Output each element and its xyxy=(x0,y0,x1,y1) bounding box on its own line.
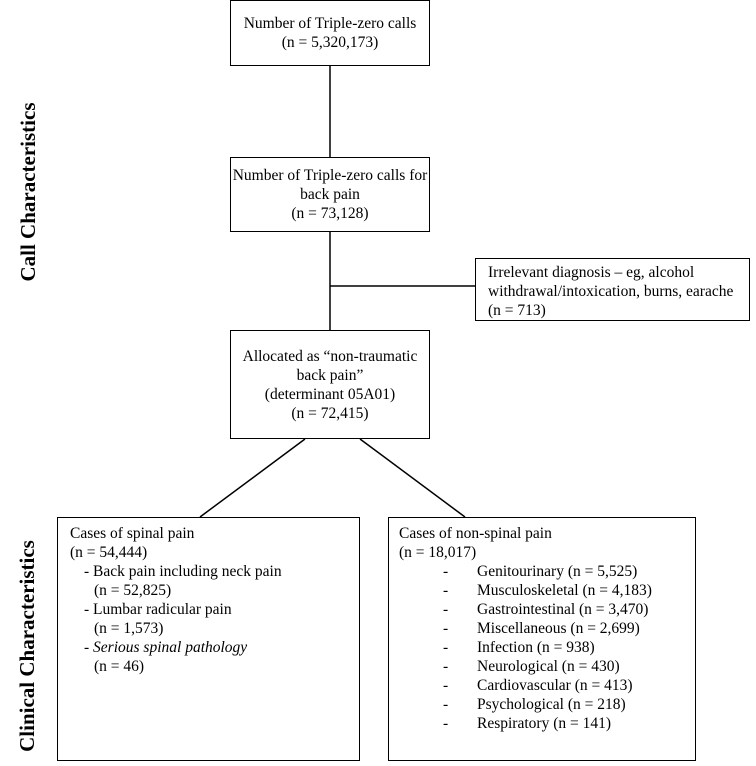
list-item-label: Infection (n = 938) xyxy=(477,639,595,656)
list-item-dash: - xyxy=(443,620,449,637)
non-spinal-list: - Genitourinary (n = 5,525) - Musculoskelet… xyxy=(399,562,685,733)
allocated-box: Allocated as “non-traumatic back pain” (… xyxy=(230,330,430,439)
total-calls-title: Number of Triple-zero calls xyxy=(243,15,417,32)
spinal-item-label: - Back pain including neck pain xyxy=(84,563,282,580)
clinical-characteristics-label: Clinical Characteristics xyxy=(15,540,39,752)
list-item-dash: - xyxy=(443,601,449,618)
list-item: - Genitourinary (n = 5,525) xyxy=(399,562,685,581)
list-item: - Respiratory (n = 141) xyxy=(399,714,685,733)
list-item-label: Psychological (n = 218) xyxy=(477,696,626,713)
spinal-item-label: Serious spinal pathology xyxy=(93,639,248,656)
connector-allocated-to-nonspinal xyxy=(359,438,466,518)
back-pain-calls-title-2: back pain xyxy=(300,186,360,203)
list-item: - Cardiovascular (n = 413) xyxy=(399,676,685,695)
spinal-item-count: (n = 46) xyxy=(94,658,145,675)
non-spinal-pain-box: Cases of non-spinal pain (n = 18,017) - G… xyxy=(388,517,696,761)
spinal-pain-count: (n = 54,444) xyxy=(70,544,148,561)
spinal-pain-title: Cases of spinal pain xyxy=(70,525,195,542)
list-item: - Musculoskeletal (n = 4,183) xyxy=(399,581,685,600)
list-item-dash: - xyxy=(443,639,449,656)
allocated-count: (n = 72,415) xyxy=(291,404,369,422)
non-spinal-pain-title: Cases of non-spinal pain xyxy=(399,525,552,542)
list-item: - Psychological (n = 218) xyxy=(399,695,685,714)
irrelevant-diagnosis-count: (n = 713) xyxy=(488,302,546,319)
list-item-dash: - xyxy=(443,696,449,713)
list-item: - Infection (n = 938) xyxy=(399,638,685,657)
irrelevant-diagnosis-text-2: withdrawal/intoxication, burns, earache xyxy=(488,283,734,300)
non-spinal-pain-count: (n = 18,017) xyxy=(399,544,477,561)
list-item: - Gastrointestinal (n = 3,470) xyxy=(399,600,685,619)
spinal-pain-box: Cases of spinal pain (n = 54,444) - Back… xyxy=(57,517,360,761)
list-item-dash: - xyxy=(443,715,449,732)
spinal-item-row: - Serious spinal pathology xyxy=(70,638,347,657)
list-item-label: Respiratory (n = 141) xyxy=(477,715,612,732)
back-pain-calls-title-1: Number of Triple-zero calls for xyxy=(232,167,428,184)
list-item-dash: - xyxy=(443,582,449,599)
list-item-label: Gastrointestinal (n = 3,470) xyxy=(477,601,649,618)
irrelevant-diagnosis-box: Irrelevant diagnosis – eg, alcohol withd… xyxy=(475,258,750,321)
allocated-determinant: (determinant 05A01) xyxy=(264,385,396,403)
total-calls-count: (n = 5,320,173) xyxy=(281,34,379,51)
spinal-item-count: (n = 52,825) xyxy=(94,582,172,599)
list-item-dash: - xyxy=(443,677,449,694)
list-item-dash: - xyxy=(443,563,449,580)
spinal-item-count: (n = 1,573) xyxy=(94,620,164,637)
allocated-title-1: Allocated as “non-traumatic xyxy=(242,347,418,365)
total-calls-box: Number of Triple-zero calls (n = 5,320,1… xyxy=(230,0,430,66)
back-pain-calls-box: Number of Triple-zero calls for back pai… xyxy=(230,157,430,232)
connector-allocated-to-spinal xyxy=(199,438,306,518)
list-item: - Neurological (n = 430) xyxy=(399,657,685,676)
back-pain-calls-count: (n = 73,128) xyxy=(291,205,369,222)
list-item-label: Miscellaneous (n = 2,699) xyxy=(477,620,640,637)
allocated-title-2: back pain” xyxy=(296,366,364,384)
list-item-label: Neurological (n = 430) xyxy=(477,658,620,675)
spinal-item-prefix: - xyxy=(84,639,94,656)
list-item-dash: - xyxy=(443,658,449,675)
list-item-label: Cardiovascular (n = 413) xyxy=(477,677,633,694)
list-item-label: Musculoskeletal (n = 4,183) xyxy=(477,582,652,599)
call-characteristics-label: Call Characteristics xyxy=(16,102,40,282)
spinal-item-label: - Lumbar radicular pain xyxy=(84,601,232,618)
irrelevant-diagnosis-text-1: Irrelevant diagnosis – eg, alcohol xyxy=(488,264,695,281)
list-item: - Miscellaneous (n = 2,699) xyxy=(399,619,685,638)
list-item-label: Genitourinary (n = 5,525) xyxy=(477,563,638,580)
